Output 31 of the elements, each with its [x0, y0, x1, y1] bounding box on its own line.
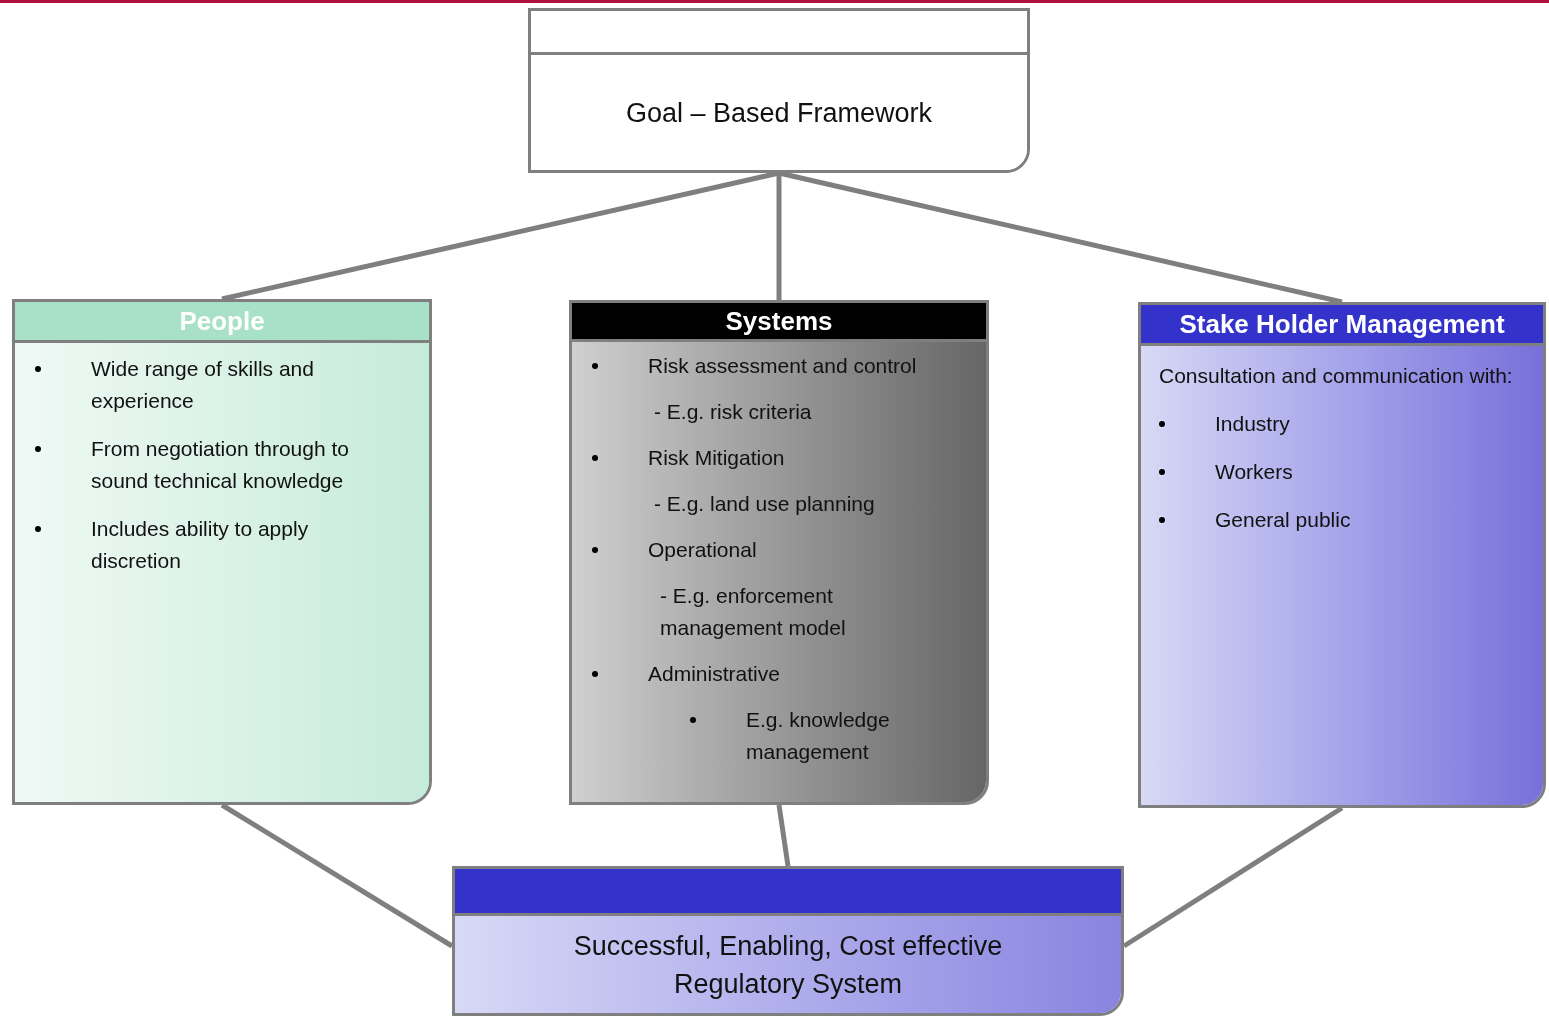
- list-item-text: E.g. knowledge management: [746, 708, 890, 763]
- list-item-text: Consultation and communication with:: [1159, 364, 1513, 387]
- list-item-text: Industry: [1215, 412, 1290, 435]
- box-text: Goal – Based Framework: [625, 96, 933, 130]
- framework-box: [12, 299, 432, 805]
- connector-line: [220, 802, 454, 949]
- box-title: Stake Holder Management: [1179, 311, 1505, 337]
- framework-box: [569, 300, 989, 805]
- list-item-text: - E.g. risk criteria: [654, 400, 812, 423]
- list-item-text: - E.g. enforcement management model: [660, 584, 846, 639]
- box-title: People: [179, 308, 265, 334]
- list-item-text: General public: [1215, 508, 1351, 531]
- list-item-text: Risk Mitigation: [648, 446, 785, 469]
- list-item-text: From negotiation through to sound technical knowledge: [91, 437, 349, 492]
- list-item-text: - E.g. land use planning: [654, 492, 875, 515]
- box-text: Successful, Enabling, Cost effective Regulatory System: [572, 929, 1004, 1001]
- connector-line: [776, 804, 791, 867]
- connector-line: [1122, 805, 1344, 949]
- list-item-text: Includes ability to apply discretion: [91, 517, 309, 572]
- list-item-text: Operational: [648, 538, 757, 561]
- list-item-text: Workers: [1215, 460, 1293, 483]
- framework-box: [452, 866, 1124, 1016]
- list-item-text: Wide range of skills and experience: [91, 357, 314, 412]
- list-item-text: Administrative: [648, 662, 780, 685]
- framework-box: [528, 8, 1030, 173]
- box-title: Systems: [725, 308, 833, 334]
- list-item-text: Risk assessment and control: [648, 354, 917, 377]
- connector-line: [776, 173, 782, 300]
- connector-line: [221, 170, 780, 302]
- framework-box: [1138, 302, 1546, 808]
- connector-line: [778, 170, 1343, 305]
